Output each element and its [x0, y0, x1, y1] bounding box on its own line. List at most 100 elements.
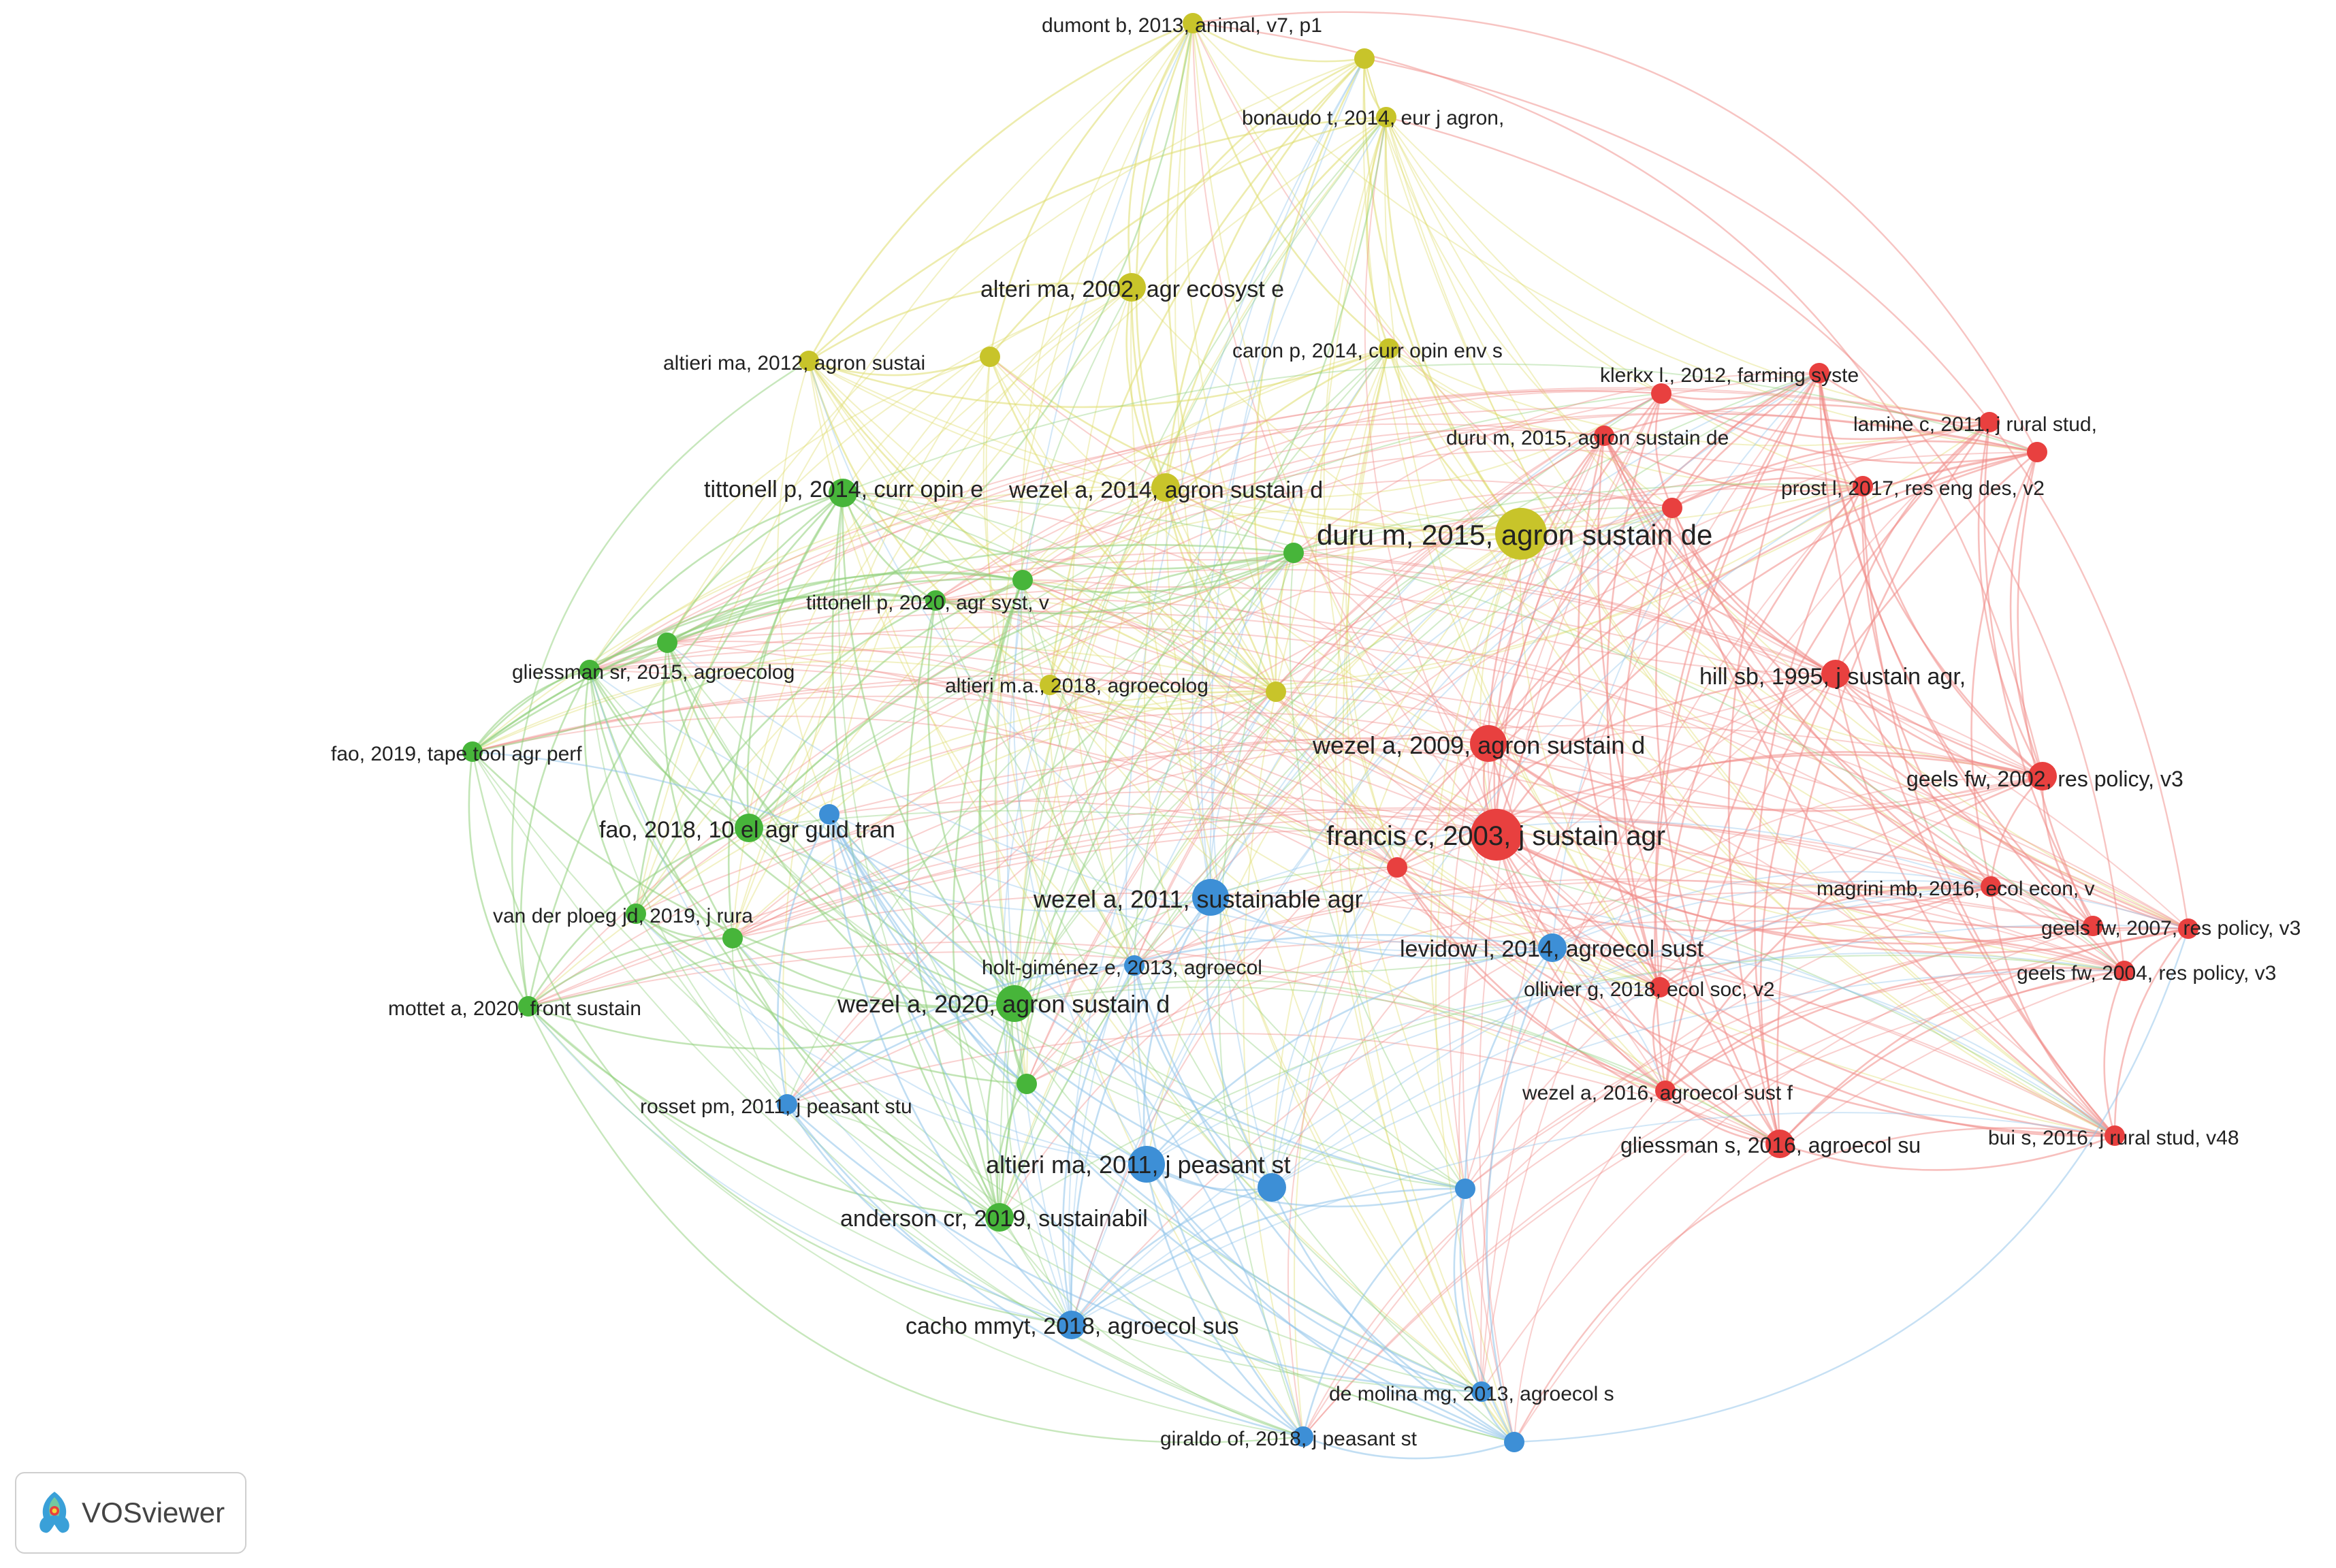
link-line	[1495, 834, 1661, 989]
network-node[interactable]	[657, 633, 677, 653]
network-node[interactable]	[1979, 412, 2000, 432]
network-node[interactable]	[1128, 1146, 1165, 1183]
link-line	[935, 598, 2125, 972]
network-node[interactable]	[1809, 363, 1829, 383]
network-node[interactable]	[1012, 570, 1033, 590]
network-node[interactable]	[1354, 48, 1375, 69]
network-node[interactable]	[735, 814, 763, 842]
link-line	[1131, 287, 2043, 777]
network-node[interactable]	[1538, 933, 1567, 962]
network-node[interactable]	[1655, 1081, 1676, 1101]
link-line	[1200, 116, 1387, 898]
link-line	[828, 814, 1072, 1326]
network-node[interactable]	[2083, 916, 2103, 936]
network-node[interactable]	[2114, 961, 2134, 981]
network-node[interactable]	[462, 741, 483, 762]
link-line	[1396, 451, 2038, 868]
network-node[interactable]	[996, 985, 1033, 1022]
network-node[interactable]	[1293, 1426, 1313, 1447]
link-line	[935, 598, 1277, 692]
link-line	[1164, 116, 1387, 488]
link-line	[635, 913, 1147, 1165]
network-node[interactable]	[777, 1094, 797, 1115]
network-node[interactable]	[1853, 476, 1873, 496]
node-label: wezel a, 2016, agroecol sust f	[1522, 1082, 1793, 1104]
network-node[interactable]	[985, 1203, 1014, 1232]
network-node[interactable]	[1594, 426, 1614, 446]
network-node[interactable]	[626, 903, 646, 924]
link-line	[1070, 1186, 1273, 1326]
network-node[interactable]	[1471, 809, 1522, 861]
network-node[interactable]	[980, 347, 1000, 367]
link-line	[1013, 551, 1294, 1004]
network-node[interactable]	[2028, 762, 2057, 790]
network-node[interactable]	[1117, 273, 1146, 302]
link-line	[666, 642, 1027, 1085]
network-node[interactable]	[1266, 682, 1286, 702]
link-line	[727, 492, 844, 939]
link-line	[1014, 348, 1390, 1004]
network-node[interactable]	[1651, 383, 1671, 404]
link-line	[1655, 507, 1781, 1145]
link-line	[1552, 947, 1666, 1091]
link-line	[1481, 421, 1990, 1392]
network-node[interactable]	[1495, 508, 1547, 560]
network-node[interactable]	[1151, 473, 1180, 502]
network-node[interactable]	[1258, 1173, 1286, 1202]
link-line	[589, 586, 2043, 777]
link-line	[1209, 691, 1277, 898]
network-node[interactable]	[2105, 1125, 2125, 1146]
network-node[interactable]	[1662, 498, 1682, 518]
network-node[interactable]	[1379, 338, 1399, 359]
node-label: lamine c, 2011, j rural stud,	[1853, 413, 2097, 436]
link-line	[906, 600, 1001, 1218]
network-node[interactable]	[799, 351, 819, 371]
link-line	[831, 492, 1001, 1218]
network-node[interactable]	[1124, 955, 1145, 976]
link-line	[1022, 551, 1294, 594]
network-node[interactable]	[518, 996, 539, 1017]
link-line	[998, 552, 1294, 1218]
link-line	[1727, 372, 1821, 1145]
link-line	[1495, 834, 1666, 1092]
network-node[interactable]	[1183, 13, 1203, 33]
link-line	[1818, 372, 2115, 1136]
network-node[interactable]	[1283, 543, 1304, 563]
network-node[interactable]	[1017, 1074, 1037, 1094]
network-node[interactable]	[579, 660, 600, 680]
link-line	[1134, 451, 2038, 966]
link-line	[732, 938, 1515, 1443]
network-node[interactable]	[1981, 876, 2001, 897]
link-line	[589, 389, 1990, 671]
network-node[interactable]	[722, 928, 743, 948]
network-node[interactable]	[1765, 1130, 1794, 1158]
link-line	[588, 669, 1015, 1005]
network-node[interactable]	[1057, 1311, 1086, 1339]
network-node[interactable]	[1650, 977, 1670, 997]
network-node[interactable]	[1470, 725, 1507, 762]
link-line	[1026, 421, 1990, 1085]
network-node[interactable]	[829, 479, 857, 507]
network-node[interactable]	[819, 804, 839, 825]
link-line	[635, 22, 1194, 914]
network-node[interactable]	[925, 590, 946, 611]
network-node[interactable]	[2027, 442, 2047, 462]
link-line	[808, 116, 1387, 362]
link-line	[1302, 928, 2189, 1437]
link-line	[807, 22, 1194, 362]
network-node[interactable]	[1040, 675, 1060, 695]
link-line	[1134, 878, 2125, 972]
network-node[interactable]	[2178, 918, 2198, 939]
link-line	[472, 751, 1015, 1005]
network-node[interactable]	[1821, 660, 1850, 688]
link-line	[635, 913, 1304, 1437]
network-node[interactable]	[1376, 107, 1396, 127]
link-line	[1293, 552, 2189, 929]
link-line	[829, 287, 1132, 815]
network-node[interactable]	[1504, 1432, 1524, 1452]
link-line	[2017, 451, 2094, 927]
network-node[interactable]	[1455, 1179, 1475, 1199]
network-node[interactable]	[1471, 1381, 1492, 1402]
network-node[interactable]	[1387, 857, 1407, 878]
network-node[interactable]	[1192, 879, 1229, 916]
